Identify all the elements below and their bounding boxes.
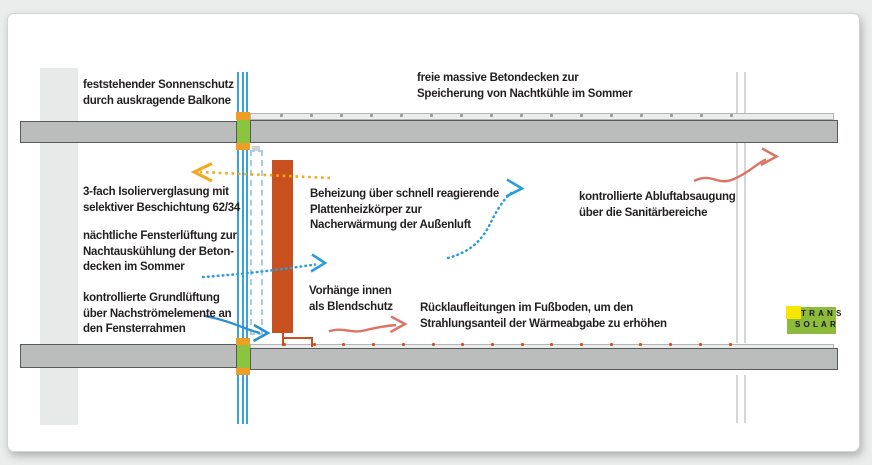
floor-return-pipe-dot — [669, 343, 673, 346]
floor-return-pipe-dot — [609, 343, 613, 346]
ceiling-screed-dot — [370, 114, 373, 117]
bottom-balcony-slab — [20, 344, 237, 368]
facade-anchor-bottom-lower — [236, 368, 250, 375]
floor-return-pipe-dot — [431, 343, 435, 346]
ceiling-screed-dot — [490, 114, 493, 117]
bottom-ceiling-slab — [250, 348, 838, 370]
glazing-pane-2-upper — [241, 72, 244, 112]
floor-return-pipe-dot — [401, 343, 405, 346]
glazing-pane-2-middle — [241, 150, 244, 338]
radiator-pipe-drop-left — [282, 333, 284, 346]
ceiling-screed-dot — [340, 114, 343, 117]
thermal-break-bottom — [236, 345, 250, 368]
glazing-pane-3-middle — [246, 150, 248, 338]
ceiling-screed-dot — [400, 114, 403, 117]
floor-return-pipe-dot — [461, 343, 465, 346]
interior-wall-line-right-lower — [743, 375, 746, 423]
glazing-pane-1-middle — [237, 150, 239, 338]
transsolar-logo: TRANS SOLAR — [786, 306, 841, 335]
label-night-window-ventilation: nächtliche Fensterlüftung zur Nachtauskü… — [83, 230, 237, 273]
ceiling-screed-dot — [640, 114, 643, 117]
label-sun-shade: feststehender Sonnenschutz durch auskrag… — [83, 79, 234, 107]
label-concrete-ceilings: freie massive Betondecken zur Speicherun… — [417, 72, 633, 100]
floor-return-pipe-dot — [728, 343, 732, 346]
floor-return-pipe-dot — [490, 343, 494, 346]
ceiling-screed-dot — [610, 114, 613, 117]
label-heating: Beheizung über schnell reagierende Platt… — [310, 188, 499, 231]
ceiling-screed-dot — [580, 114, 583, 117]
glazing-pane-2-lower — [241, 375, 244, 424]
curtain-rail — [252, 146, 260, 151]
ceiling-screed-dot — [460, 114, 463, 117]
ceiling-screed-dot — [520, 114, 523, 117]
floor-return-pipe-dot — [342, 343, 346, 346]
glazing-pane-3-upper — [246, 72, 248, 112]
thermal-break-top — [236, 120, 250, 143]
floor-return-pipe-dot — [283, 343, 286, 346]
top-ceiling-slab — [250, 120, 838, 143]
floor-return-pipe-dot — [372, 343, 376, 346]
logo-text-line2: SOLAR — [795, 319, 839, 329]
facade-anchor-top-upper — [236, 112, 250, 120]
floor-return-pipe-dot — [580, 343, 583, 346]
interior-wall-line-left-lower — [736, 375, 738, 423]
glazing-pane-1-upper — [237, 72, 239, 112]
label-base-ventilation: kontrollierte Grundlüftung über Nachströ… — [83, 292, 232, 335]
label-glazing: 3-fach Isolierverglasung mit selektiver … — [83, 186, 241, 214]
radiator-pipe-horizontal — [282, 337, 313, 339]
radiator-pipe-drop-right — [311, 339, 313, 347]
ceiling-screed-dot — [730, 114, 733, 117]
ceiling-screed-dot — [310, 114, 313, 117]
label-exhaust-air: kontrollierte Abluftabsaugung über die S… — [579, 191, 736, 219]
panel-radiator — [272, 160, 293, 333]
glazing-pane-3-lower — [246, 375, 248, 424]
facade-anchor-top-lower — [236, 143, 250, 150]
interior-wall-line-left — [736, 72, 738, 343]
diagram-card — [7, 13, 860, 452]
ceiling-screed-dot — [550, 114, 553, 117]
ceiling-screed-dot — [430, 114, 433, 117]
floor-return-pipe-dot — [312, 343, 316, 346]
label-floor-return-pipes: Rücklaufleitungen im Fußboden, um den St… — [420, 302, 667, 330]
floor-return-pipe-dot — [639, 343, 643, 346]
facade-anchor-bottom-upper — [236, 338, 250, 345]
ceiling-screed-dot — [670, 114, 673, 117]
floor-return-pipe-dot — [698, 343, 702, 346]
top-floor-screed-strip — [250, 113, 834, 120]
ceiling-screed-dot — [280, 114, 283, 117]
glazing-pane-1-lower — [237, 375, 239, 424]
logo-text-line1: TRANS — [801, 309, 845, 318]
ceiling-screed-dot — [700, 114, 703, 117]
logo-yellow-square — [786, 306, 801, 319]
floor-return-pipe-dot — [520, 343, 524, 346]
floor-return-pipe-dot — [550, 343, 554, 346]
interior-wall-line-right — [743, 72, 746, 343]
label-curtains: Vorhänge innen als Blendschutz — [309, 285, 393, 313]
